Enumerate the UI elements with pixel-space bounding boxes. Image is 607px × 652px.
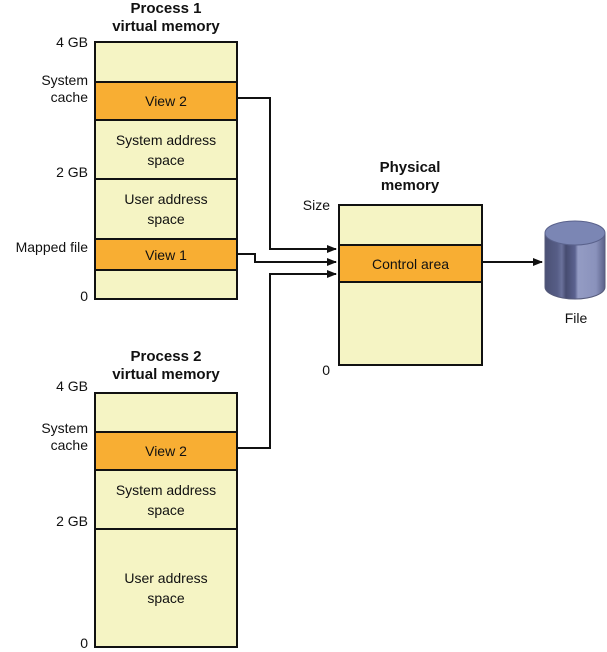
process1-user-address-space: User address space	[96, 178, 236, 238]
p1-view2-to-control-area-arrow	[237, 97, 337, 253]
process1-title: Process 1 virtual memory	[95, 0, 237, 36]
process2-virtual-memory: View 2 System address space User address…	[94, 392, 238, 648]
physical-lower-region	[340, 283, 481, 364]
process2-label-2gb: 2 GB	[56, 513, 88, 529]
process1-upper-region	[96, 43, 236, 81]
process1-label-4gb: 4 GB	[56, 34, 88, 50]
process2-user-space-line2: space	[147, 590, 185, 606]
process2-title-line1: Process 2	[130, 348, 202, 365]
control-area-segment[interactable]: Control area	[340, 244, 481, 283]
p1-view1-to-control-area-arrow	[237, 253, 337, 266]
process2-user-address-space: User address space	[96, 528, 236, 646]
physical-memory: Control area	[338, 204, 483, 366]
process1-view1-label: View 1	[145, 246, 187, 263]
process2-user-space-line1: User address	[124, 570, 208, 586]
control-area-label: Control area	[371, 255, 450, 272]
process1-view2-segment[interactable]: View 2	[96, 81, 236, 119]
process1-title-line1: Process 1	[130, 0, 202, 17]
physical-label-size: Size	[302, 197, 330, 213]
process2-label-system-cache-line2: cache	[50, 437, 88, 453]
process1-system-space-line1: System address	[115, 131, 217, 148]
process2-upper-region	[96, 394, 236, 431]
process1-user-space-line1: User address	[124, 191, 208, 207]
p2-view2-to-control-area-arrow	[237, 270, 337, 449]
physical-title-line2: memory	[380, 177, 440, 194]
process2-label-system-cache-line1: System	[41, 420, 88, 436]
process1-virtual-memory: View 2 System address space User address…	[94, 41, 238, 300]
process1-label-2gb: 2 GB	[56, 164, 88, 180]
process2-view2-label: View 2	[145, 443, 187, 459]
process2-system-address-space: System address space	[96, 469, 236, 528]
process2-system-space-line2: space	[147, 501, 185, 518]
process1-system-space-line2: space	[147, 151, 185, 168]
process2-label-4gb: 4 GB	[56, 378, 88, 394]
process1-lower-region	[96, 269, 236, 298]
process2-label-system-cache: System cache	[0, 420, 88, 454]
process2-view2-segment[interactable]: View 2	[96, 431, 236, 469]
process1-label-zero: 0	[80, 288, 88, 304]
process2-title-line2: virtual memory	[112, 366, 220, 383]
process1-view2-label: View 2	[145, 93, 187, 109]
process1-user-space-line2: space	[147, 211, 185, 227]
process1-title-line2: virtual memory	[112, 18, 220, 35]
process2-title: Process 2 virtual memory	[95, 348, 237, 384]
file-label: File	[564, 310, 588, 326]
process1-view1-segment[interactable]: View 1	[96, 238, 236, 269]
process1-label-system-cache-line1: System	[41, 72, 88, 88]
physical-label-zero: 0	[322, 362, 330, 378]
process1-system-address-space: System address space	[96, 119, 236, 178]
process2-label-zero: 0	[80, 635, 88, 651]
process1-label-mapped-file: Mapped file	[15, 239, 88, 255]
process1-label-system-cache: System cache	[0, 72, 88, 106]
process1-label-system-cache-line2: cache	[50, 89, 88, 105]
physical-memory-title: Physical memory	[338, 159, 482, 195]
physical-upper-region	[340, 206, 481, 244]
physical-title-line1: Physical	[379, 159, 441, 176]
process2-system-space-line1: System address	[115, 481, 217, 498]
disk-cylinder-icon[interactable]	[543, 219, 607, 303]
